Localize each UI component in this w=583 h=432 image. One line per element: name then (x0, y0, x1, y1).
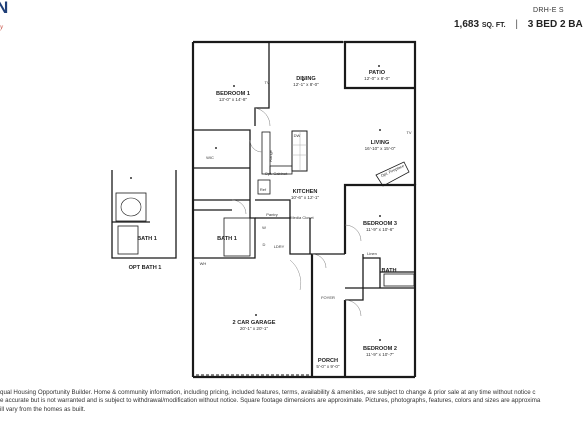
opt-bath-drawing (111, 170, 177, 259)
bed-count: 3 BED (527, 19, 558, 30)
bath-count: 2 BA (559, 19, 583, 30)
bedroom1-dims: 13'-0" x 14'-8" (219, 97, 248, 102)
logo-letter: N (0, 0, 9, 17)
porch-dims: 5'-0" x 9'-0" (316, 364, 340, 369)
dryer-label: D (263, 242, 266, 247)
living-dims: 16'-10" x 15'-0" (365, 146, 396, 151)
porch-label: PORCH (318, 358, 338, 364)
bath-tub-secondary (383, 273, 415, 287)
range-label: Range (268, 149, 273, 162)
patio-label: PATIO (369, 70, 386, 76)
opt-bath-room-label: BATH 1 (137, 236, 157, 242)
bedroom2-label: BEDROOM 2 (363, 346, 397, 352)
bath1-tub (223, 217, 251, 257)
counter-west (261, 131, 271, 175)
bedroom3-label: BEDROOM 3 (363, 221, 397, 227)
kitchen-dims: 10'-6" x 12'-1" (291, 195, 320, 200)
bedroom1-label: BEDROOM 1 (216, 91, 250, 97)
interior-walls (193, 42, 415, 301)
disclaimer-line: e accurate but is not warranted and is s… (0, 397, 541, 405)
dw-label: DW (294, 133, 301, 138)
tv-label-living: TV (406, 130, 411, 135)
fireplace-shape (375, 161, 410, 187)
patio-dims: 12'-0" x 8'-0" (364, 76, 390, 81)
island-tile (292, 131, 307, 171)
garage-dims: 20'-1" x 20'-1" (240, 326, 269, 331)
fixture-dots (130, 65, 381, 341)
plan-stats: 1,683 SQ. FT. | 3 BED 2 BA (454, 19, 583, 30)
ref-label: Ref (260, 187, 267, 192)
bath1-label: BATH 1 (217, 236, 237, 242)
opt-bath-caption: OPT BATH 1 (129, 265, 162, 271)
sqft-unit: SQ. FT. (481, 22, 506, 29)
disclaimer-line: ill vary from the homes as built. (0, 405, 86, 413)
sqft-value: 1,683 (454, 19, 480, 30)
wic-label: WIC (206, 155, 214, 160)
bedroom2-dims: 11'-9" x 10'-7" (366, 352, 394, 357)
kitchen-island (291, 130, 308, 172)
dining-label: DINING (296, 76, 316, 82)
garage-label: 2 CAR GARAGE (233, 320, 276, 326)
bath-label: BATH (381, 268, 396, 274)
kitchen-label: KITCHEN (293, 189, 318, 195)
garage-swing (289, 259, 302, 291)
wh-label: WH (200, 261, 207, 266)
disclaimer-line: qual Housing Opportunity Builder. Home &… (0, 389, 536, 396)
plan-code: DRH-E S (533, 7, 564, 14)
stats-separator: | (515, 19, 518, 30)
linen-label: Linen (367, 251, 377, 256)
opt-cabinet-label: Opt. Cabinet (265, 171, 288, 176)
living-label: LIVING (371, 140, 390, 146)
porch-wall (310, 254, 347, 379)
washer-label: W (262, 225, 266, 230)
logo-tagline: y (0, 23, 4, 31)
dining-dims: 12'-1" x 8'-0" (293, 82, 319, 87)
door-swings (231, 107, 362, 317)
pantry-label: Pantry (266, 212, 278, 217)
media-closet-label: Media Closet (290, 215, 314, 220)
ldry-label: LDRY (274, 244, 285, 249)
tv-label-bedroom: TV (264, 80, 269, 85)
counter-south (269, 165, 293, 175)
bedroom3-dims: 11'-9" x 10'-6" (366, 227, 394, 232)
foyer-label: FOYER (321, 295, 335, 300)
disclaimer-text: qual Housing Opportunity Builder. Home &… (0, 389, 576, 414)
brand-logo: N y (0, 0, 18, 31)
east-wall-lower (343, 183, 417, 377)
ref-space (257, 179, 271, 195)
